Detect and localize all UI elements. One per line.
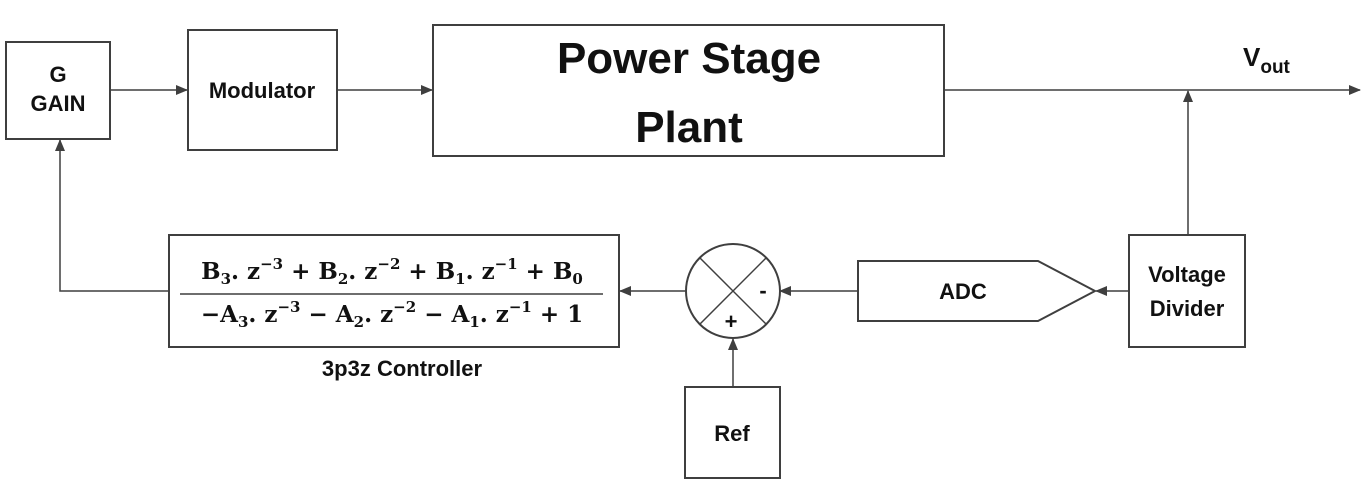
numerator-term-coef-subscript: 0 (572, 270, 582, 288)
denominator-term-z-exponent: −2 (393, 298, 416, 316)
numerator-term-operator: + (400, 258, 435, 285)
controller-caption: 3p3z Controller (322, 356, 483, 381)
numerator-term-operator: + (518, 258, 553, 285)
plant-block: Power Stage Plant (432, 24, 945, 157)
numerator-term-z: . z (231, 258, 260, 285)
wire-controller-to-gain (55, 139, 168, 292)
voltage-divider-label-line2: Divider (1150, 296, 1225, 321)
adc-block: ADC (857, 260, 1098, 322)
output-label-sub: out (1260, 57, 1290, 78)
numerator-term-coef-subscript: 2 (338, 270, 348, 288)
controller-block: B3. z−3 + B2. z−2 + B1. z−1 + B0 −A3. z−… (168, 234, 620, 381)
denominator-term-coef-subscript: 2 (354, 313, 364, 331)
numerator-term-z-exponent: −3 (260, 255, 283, 273)
denominator-term-operator: − (301, 301, 336, 328)
ref-box (684, 386, 781, 479)
denominator-term-z: . z (248, 301, 277, 328)
modulator-label: Modulator (209, 78, 316, 103)
denominator-term-z-exponent: −1 (509, 298, 532, 316)
denominator-term-coef: A (335, 301, 355, 328)
denominator-term-sign: − (201, 301, 220, 328)
denominator-term-z-exponent: −3 (277, 298, 300, 316)
modulator-block: Modulator (187, 29, 338, 151)
output-label: Vout (1243, 42, 1291, 78)
adc-shape (857, 260, 1098, 322)
numerator-term-operator: + (283, 258, 318, 285)
numerator-term-z: . z (466, 258, 495, 285)
denominator-term-operator: + 1 (532, 301, 583, 328)
denominator-term-coef: A (219, 301, 239, 328)
numerator-term-coef: B (553, 258, 572, 285)
plant-label-line1: Power Stage (557, 34, 821, 83)
gain-block: G GAIN (5, 41, 111, 140)
plant-label-line2: Plant (635, 103, 743, 152)
denominator-term-operator: − (416, 301, 451, 328)
adc-label: ADC (939, 279, 987, 304)
controller-numerator: B3. z−3 + B2. z−2 + B1. z−1 + B0 (201, 255, 583, 288)
wires (55, 85, 1361, 387)
summer-plus-sign: + (725, 309, 738, 334)
voltage-divider-block: Voltage Divider (1128, 234, 1246, 348)
denominator-term-z: . z (364, 301, 393, 328)
summer-cross-b (699, 257, 767, 325)
denominator-term-coef-subscript: 1 (469, 313, 479, 331)
numerator-term-coef: B (318, 258, 337, 285)
gain-label-line2: GAIN (31, 91, 86, 116)
controller-box (168, 234, 620, 348)
numerator-term-z: . z (348, 258, 377, 285)
numerator-term-coef-subscript: 1 (455, 270, 465, 288)
numerator-term-coef: B (436, 258, 455, 285)
summing-junction: - + (685, 243, 781, 339)
numerator-term-coef-subscript: 3 (221, 270, 231, 288)
numerator-term-coef: B (201, 258, 220, 285)
ref-block: Ref (684, 386, 781, 479)
numerator-term-z-exponent: −1 (495, 255, 518, 273)
ref-label: Ref (714, 421, 750, 446)
denominator-term-z: . z (480, 301, 509, 328)
plant-box (432, 24, 945, 157)
denominator-term-coef-subscript: 3 (238, 313, 248, 331)
numerator-term-z-exponent: −2 (377, 255, 400, 273)
denominator-term-coef: A (450, 301, 470, 328)
gain-box (5, 41, 111, 140)
modulator-box (187, 29, 338, 151)
gain-label-line1: G (49, 62, 66, 87)
voltage-divider-label-line1: Voltage (1148, 262, 1226, 287)
controller-denominator: −A3. z−3 − A2. z−2 − A1. z−1 + 1 (201, 298, 583, 331)
voltage-divider-box (1128, 234, 1246, 348)
summer-minus-sign: - (759, 278, 766, 303)
output-label-main: V (1243, 42, 1261, 72)
